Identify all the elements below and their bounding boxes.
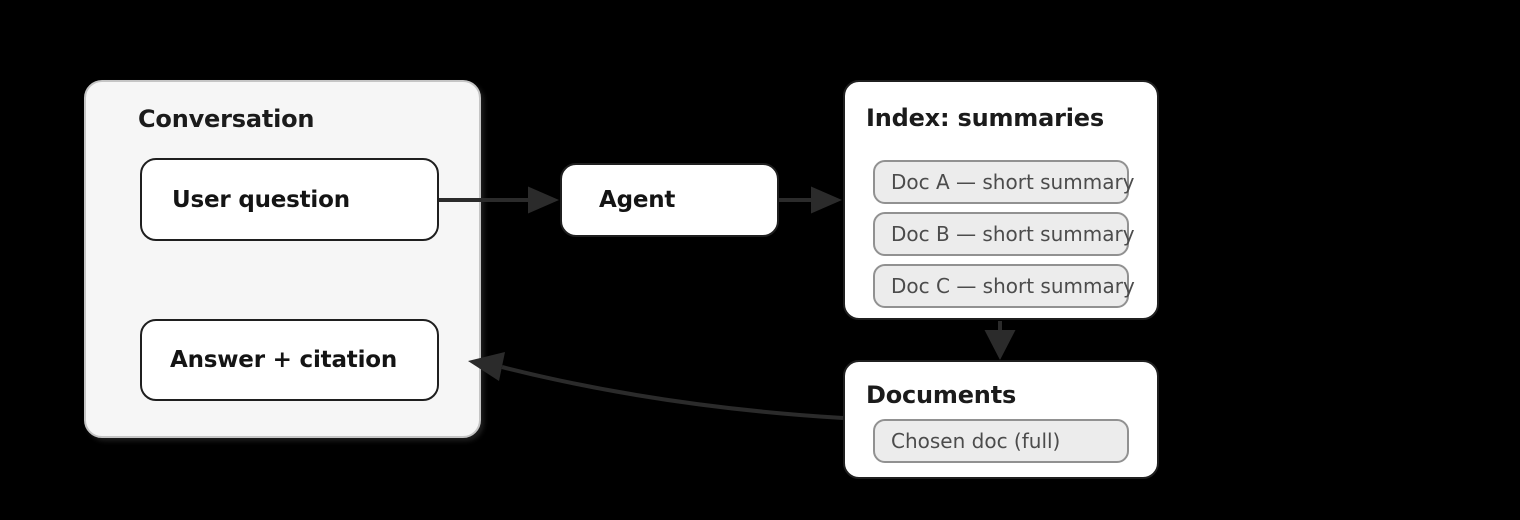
arrowhead-right-icon <box>528 186 559 214</box>
agent-node: Agent <box>560 163 779 237</box>
chosen-doc-label: Chosen doc (full) <box>891 429 1061 453</box>
doc-a-summary-label: Doc A — short summary <box>891 170 1135 194</box>
arrowhead-right-icon <box>811 186 842 214</box>
chosen-doc-pill: Chosen doc (full) <box>873 419 1129 463</box>
doc-c-summary-pill: Doc C — short summary <box>873 264 1135 308</box>
conversation-title: Conversation <box>138 105 315 133</box>
doc-a-summary-pill: Doc A — short summary <box>873 160 1135 204</box>
doc-b-summary-pill: Doc B — short summary <box>873 212 1135 256</box>
arrowhead-down-icon <box>984 330 1016 360</box>
documents-title: Documents <box>866 381 1017 409</box>
answer-citation-node: Answer + citation <box>140 319 439 401</box>
edge-agent-to-index <box>778 186 842 214</box>
answer-citation-label: Answer + citation <box>170 347 398 373</box>
user-question-node: User question <box>140 158 439 241</box>
doc-c-summary-label: Doc C — short summary <box>891 274 1135 298</box>
agent-label: Agent <box>599 187 676 213</box>
arrowhead-left-icon <box>468 352 505 381</box>
user-question-label: User question <box>172 186 350 213</box>
edge-user-question-to-agent <box>438 186 559 214</box>
index-summaries-title: Index: summaries <box>866 104 1104 132</box>
edge-index-to-documents <box>984 321 1016 360</box>
doc-b-summary-label: Doc B — short summary <box>891 222 1135 246</box>
edge-documents-to-answer <box>468 352 844 420</box>
